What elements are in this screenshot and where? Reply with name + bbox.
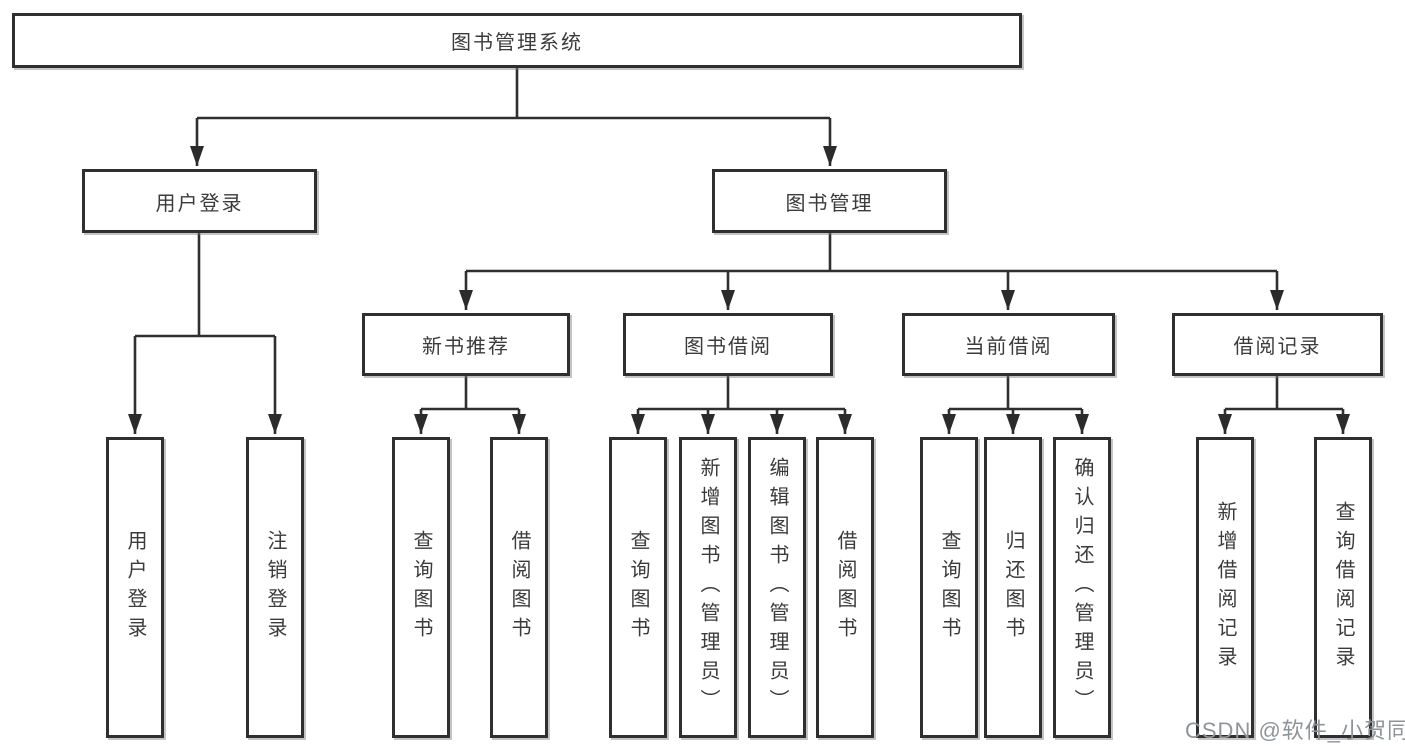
node-book-management: 图书管理	[712, 169, 947, 233]
leaf-label: 借阅图书	[508, 529, 530, 646]
node-label: 用户登录	[155, 192, 244, 215]
csdn-watermark: CSDN @软件_小贺同学	[1185, 718, 1405, 743]
node-user-login: 用户登录	[82, 169, 317, 233]
node-current-borrowing: 当前借阅	[902, 313, 1115, 376]
node-label: 借阅记录	[1233, 336, 1322, 358]
leaf-query-books-current: 查询图书	[920, 437, 978, 738]
leaf-query-borrow-record: 查询借阅记录	[1314, 437, 1372, 738]
leaf-label: 注销登录	[264, 529, 286, 646]
leaf-label: 查询图书	[938, 529, 960, 646]
leaf-confirm-return-admin: 确认归还（管理员）	[1053, 437, 1111, 738]
leaf-query-books-recommend: 查询图书	[392, 437, 450, 738]
leaf-label: 归还图书	[1002, 529, 1024, 646]
leaf-label: 查询借阅记录	[1332, 500, 1354, 675]
leaf-borrow-books-recommend: 借阅图书	[490, 437, 548, 738]
node-label: 当前借阅	[964, 336, 1053, 358]
node-label: 新书推荐	[422, 336, 510, 358]
leaf-label: 新增借阅记录	[1214, 500, 1236, 675]
node-label: 图书借阅	[684, 336, 772, 358]
leaf-return-books: 归还图书	[984, 437, 1042, 738]
leaf-label: 查询图书	[410, 529, 432, 646]
leaf-logout: 注销登录	[246, 437, 304, 738]
leaf-add-books-admin: 新增图书（管理员）	[679, 437, 737, 738]
node-library-management-system: 图书管理系统	[12, 13, 1022, 68]
node-book-borrowing: 图书借阅	[623, 313, 833, 376]
leaf-edit-books-admin: 编辑图书（管理员）	[748, 437, 806, 738]
leaf-user-login: 用户登录	[106, 437, 164, 738]
node-borrowing-records: 借阅记录	[1172, 313, 1383, 376]
leaf-label: 新增图书（管理员）	[697, 457, 719, 718]
leaf-borrow-books-borrowing: 借阅图书	[816, 437, 874, 738]
leaf-label: 确认归还（管理员）	[1071, 457, 1093, 718]
node-new-book-recommendation: 新书推荐	[362, 313, 570, 376]
node-label: 图书管理系统	[451, 32, 583, 54]
node-label: 图书管理	[785, 192, 874, 215]
leaf-label: 编辑图书（管理员）	[766, 457, 788, 718]
leaf-label: 查询图书	[627, 529, 649, 646]
leaf-query-books-borrowing: 查询图书	[609, 437, 667, 738]
leaf-label: 用户登录	[124, 529, 146, 646]
leaf-label: 借阅图书	[834, 529, 856, 646]
leaf-add-borrow-record: 新增借阅记录	[1196, 437, 1254, 738]
